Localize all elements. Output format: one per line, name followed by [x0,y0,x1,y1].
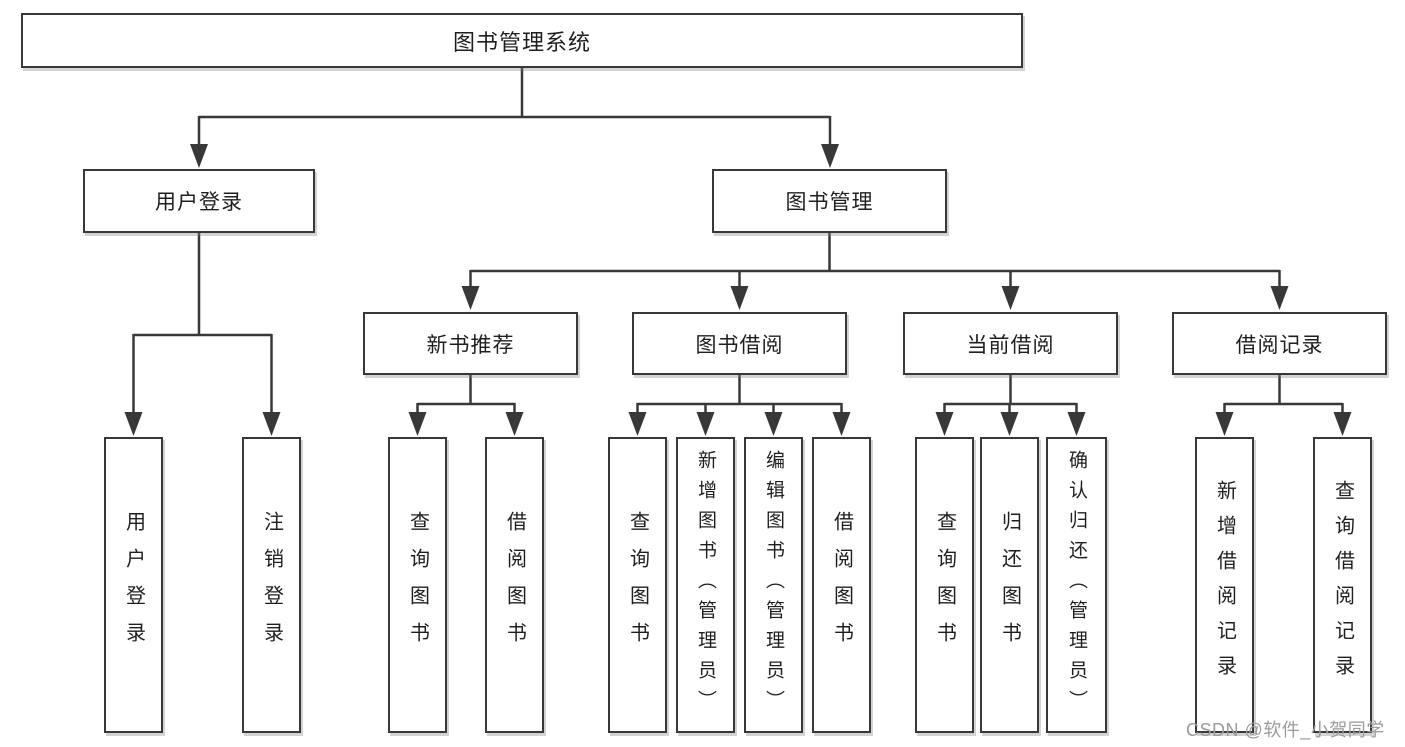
arrow-down-icon [1270,286,1289,310]
connector-newbooks-to-leaves [416,375,516,414]
arrow-down-icon [1001,286,1020,310]
node-leaf-borrow-books-1: 借阅图书 [485,437,544,733]
node-leaf-logout: 注销登录 [242,437,301,733]
node-label: 图书管理系统 [452,29,591,55]
node-label: 新增图书（管理员） [695,450,716,720]
csdn-watermark: CSDN @软件_小贺同学 [1186,720,1385,740]
node-label: 当前借阅 [966,333,1055,357]
arrow-down-icon [628,412,647,436]
connector-bookmgmt-to-level3 [469,233,1281,289]
arrow-down-icon [821,144,839,168]
connector-root-to-level2 [197,68,832,146]
node-leaf-add-books-admin: 新增图书（管理员） [676,437,735,733]
connector-bookborrow-to-leaves [636,375,843,414]
node-label: 归还图书 [998,511,1021,659]
arrow-down-icon [764,412,783,436]
node-new-book-recommend: 新书推荐 [363,312,578,375]
node-leaf-borrow-books-2: 借阅图书 [812,437,871,733]
node-leaf-add-borrow-record: 新增借阅记录 [1195,437,1254,733]
node-label: 新增借阅记录 [1213,480,1236,690]
node-label: 借阅记录 [1235,333,1324,357]
node-label: 借阅图书 [830,511,853,659]
node-label: 编辑图书（管理员） [763,450,784,720]
node-leaf-confirm-return-admin: 确认归还（管理员） [1046,437,1107,733]
node-leaf-query-books-2: 查询图书 [608,437,667,733]
node-book-management: 图书管理 [712,169,947,233]
arrow-down-icon [1067,412,1086,436]
arrow-down-icon [1215,412,1234,436]
node-label: 注销登录 [260,511,283,659]
arrow-down-icon [1333,412,1352,436]
node-label: 借阅图书 [503,511,526,659]
node-label: 查询借阅记录 [1331,480,1354,690]
node-user-login: 用户登录 [83,169,315,233]
connector-currentborrow-to-leaves [943,375,1078,414]
arrow-down-icon [696,412,715,436]
arrow-down-icon [408,412,427,436]
node-label: 用户登录 [122,511,145,659]
node-leaf-query-books-3: 查询图书 [915,437,974,733]
node-label: 用户登录 [155,191,243,214]
arrow-down-icon [461,286,480,310]
arrow-down-icon [124,412,143,436]
node-leaf-user-login: 用户登录 [104,437,163,733]
node-label: 确认归还（管理员） [1066,450,1087,720]
node-label: 查询图书 [933,511,956,659]
arrow-down-icon [832,412,851,436]
arrow-down-icon [190,144,208,168]
node-leaf-query-books-1: 查询图书 [388,437,447,733]
node-leaf-edit-books-admin: 编辑图书（管理员） [744,437,803,733]
node-label: 新书推荐 [426,333,515,357]
node-label: 查询图书 [406,511,429,659]
node-label: 图书管理 [785,191,874,214]
arrow-down-icon [1000,412,1019,436]
arrow-down-icon [730,286,749,310]
node-label: 查询图书 [626,511,649,659]
node-library-management-system: 图书管理系统 [21,13,1023,68]
node-leaf-return-books: 归还图书 [980,437,1039,733]
arrow-down-icon [262,412,281,436]
node-leaf-query-borrow-record: 查询借阅记录 [1313,437,1372,733]
connector-borrowrecords-to-leaves [1223,375,1344,414]
node-book-borrowing: 图书借阅 [632,312,847,375]
node-borrowing-records: 借阅记录 [1172,312,1387,375]
node-current-borrowing: 当前借阅 [903,312,1118,375]
arrow-down-icon [935,412,954,436]
arrow-down-icon [505,412,524,436]
node-label: 图书借阅 [695,333,784,357]
connector-userlogin-to-leaves [132,233,273,414]
